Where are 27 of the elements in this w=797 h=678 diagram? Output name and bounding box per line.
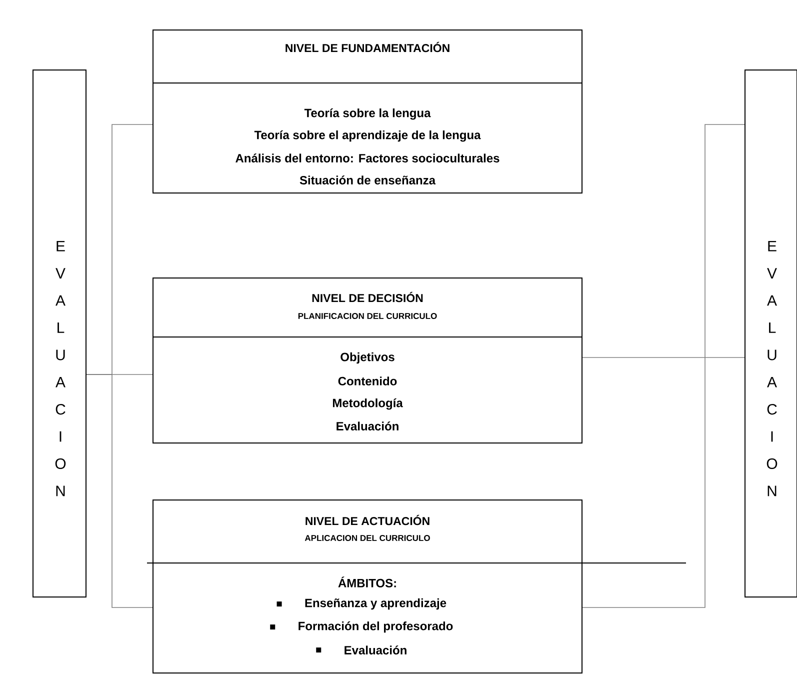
body-text: Evaluación [336,422,398,430]
bullet-item: Formación del profesorado [270,621,453,633]
level-box [146,500,686,674]
body-text: Metodología [332,398,403,410]
heading-text: NIVEL DE DECISIÓN [312,292,423,302]
body-text: Objetivos [340,352,394,364]
body-text: Teoría sobre el aprendizaje de la lengua [254,130,481,142]
heading-text: NIVEL DE ACTUACIÓN [306,514,430,526]
bullet-item: Enseñanza y aprendizaje [276,598,446,610]
vertical-text: EVALUACION [55,240,66,496]
heading-text: NIVEL DE FUNDAMENTACIÓN [286,42,450,52]
subheading-text: APLICACION DEL CURRICULO [304,535,430,541]
body-text: Teoría sobre la lengua [304,108,431,120]
evaluation-box [744,70,797,598]
level-box [152,30,582,194]
body-text: Contenido [338,376,397,386]
evaluation-box [32,70,86,598]
body-text: Situación de enseñanza [300,176,436,184]
subheading-text: PLANIFICACION DEL CURRICULO [298,313,437,319]
connector-line [86,374,153,608]
connector-line [582,124,745,608]
connector-line [582,357,745,358]
body-text: Análisis del entorno: Factores socioculturales [236,154,500,162]
level-box [152,278,582,444]
vertical-text: EVALUACION [766,240,778,496]
body-text: ÁMBITOS: [338,576,396,588]
bullet-item: Evaluación [316,646,406,654]
